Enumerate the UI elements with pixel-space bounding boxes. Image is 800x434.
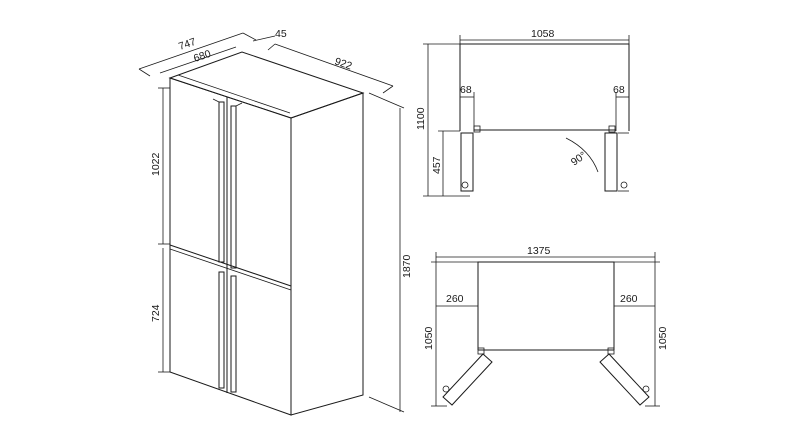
door-top-edge bbox=[177, 74, 291, 114]
door-horizontal-split-2 bbox=[169, 248, 292, 291]
door-right-open bbox=[599, 353, 650, 406]
label-1375: 1375 bbox=[527, 245, 551, 257]
fridge-3d-view: 747 680 45 922 1022 724 1870 bbox=[138, 28, 413, 416]
label-1100: 1100 bbox=[415, 107, 427, 130]
dim-line-922 bbox=[274, 43, 394, 87]
body-outline-90 bbox=[459, 43, 630, 131]
fridge-side-face bbox=[290, 92, 364, 416]
label-1058: 1058 bbox=[531, 28, 555, 40]
angle-arc-90 bbox=[565, 137, 599, 173]
label-68-left: 68 bbox=[460, 84, 472, 96]
door-right-90 bbox=[604, 132, 618, 192]
label-260-left: 260 bbox=[446, 293, 464, 305]
label-1022: 1022 bbox=[150, 152, 162, 176]
label-457: 457 bbox=[431, 156, 443, 174]
top-view-doors-open: 1375 260 260 1050 1050 bbox=[423, 245, 669, 407]
door-left-open bbox=[442, 353, 493, 406]
label-260-right: 260 bbox=[620, 293, 638, 305]
label-747: 747 bbox=[177, 36, 198, 53]
label-68-right: 68 bbox=[613, 84, 625, 96]
dim-line-45 bbox=[252, 35, 276, 42]
dim-line-747 bbox=[138, 32, 244, 70]
handle-lower-right bbox=[230, 275, 237, 393]
top-view-doors-90: 1058 1100 457 68 68 90° bbox=[415, 28, 630, 197]
label-1050-right: 1050 bbox=[657, 326, 669, 350]
door-left-90 bbox=[460, 132, 474, 192]
label-724: 724 bbox=[150, 304, 162, 322]
handle-lower-left bbox=[218, 271, 225, 389]
label-922: 922 bbox=[333, 55, 354, 72]
handle-caps bbox=[212, 98, 243, 107]
body-outline-open bbox=[477, 261, 615, 350]
label-1870: 1870 bbox=[401, 254, 413, 278]
handle-upper-right bbox=[230, 105, 237, 269]
dim-line-680 bbox=[159, 46, 237, 74]
label-1050-left: 1050 bbox=[423, 326, 435, 350]
label-680: 680 bbox=[192, 48, 213, 65]
label-45: 45 bbox=[275, 28, 287, 40]
handle-upper-left bbox=[218, 101, 225, 263]
